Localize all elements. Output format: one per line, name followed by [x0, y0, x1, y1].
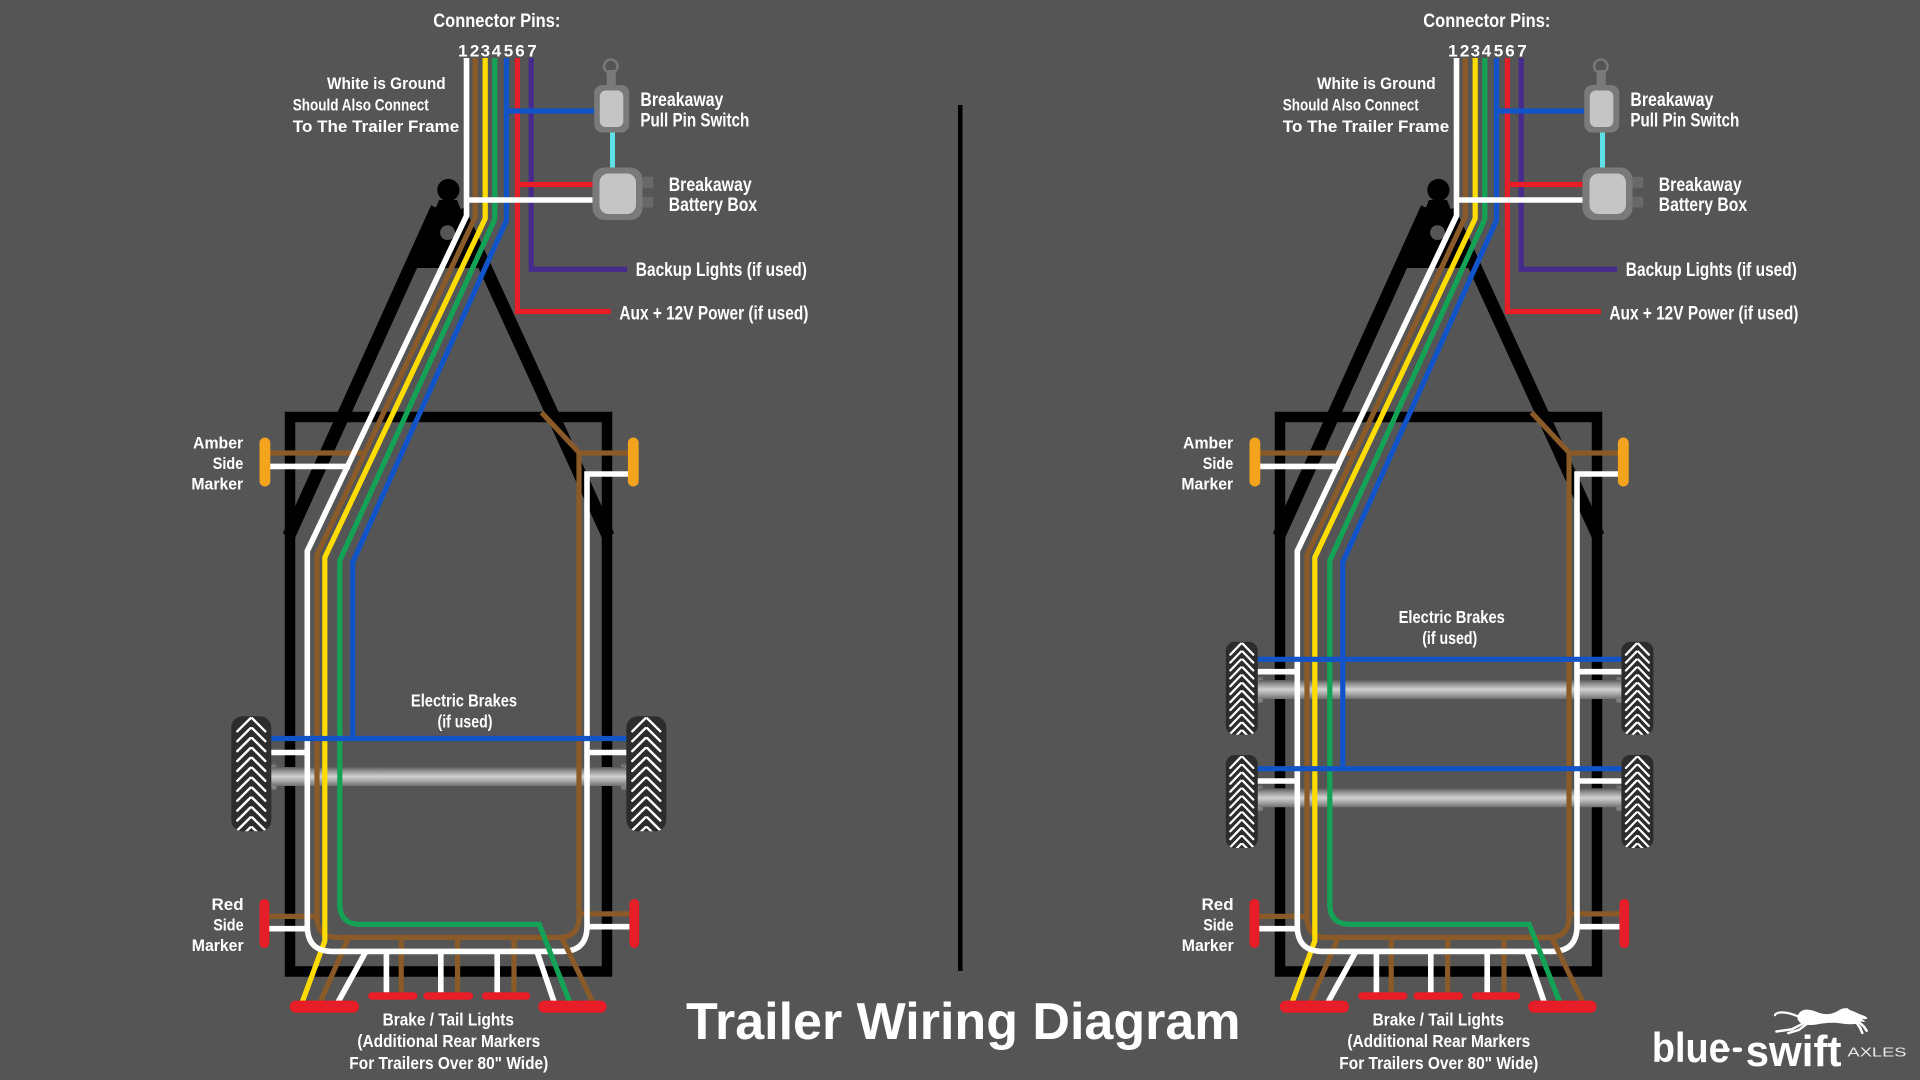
svg-text:Red: Red	[1201, 895, 1233, 914]
svg-text:Backup Lights (if used): Backup Lights (if used)	[1626, 259, 1797, 281]
svg-text:White is Ground: White is Ground	[1317, 74, 1436, 93]
svg-text:Connector Pins:: Connector Pins:	[1423, 10, 1550, 32]
svg-text:Marker: Marker	[192, 936, 244, 955]
svg-text:blue: blue	[1652, 1024, 1730, 1071]
svg-text:4: 4	[492, 41, 502, 60]
svg-text:Marker: Marker	[1181, 475, 1233, 494]
svg-text:Battery Box: Battery Box	[1659, 194, 1748, 216]
svg-text:Pull Pin Switch: Pull Pin Switch	[1630, 110, 1739, 132]
svg-text:Battery Box: Battery Box	[669, 194, 758, 216]
svg-text:7: 7	[1517, 41, 1526, 60]
svg-text:Marker: Marker	[1182, 936, 1234, 955]
svg-text:(if used): (if used)	[438, 712, 493, 732]
svg-text:Side: Side	[213, 916, 243, 935]
svg-text:2: 2	[470, 41, 479, 60]
svg-text:3: 3	[481, 41, 490, 60]
svg-text:Side: Side	[1203, 916, 1233, 935]
svg-text:Should Also Connect: Should Also Connect	[1283, 95, 1419, 114]
svg-text:(Additional Rear Markers: (Additional Rear Markers	[1347, 1031, 1530, 1051]
svg-text:6: 6	[515, 41, 524, 60]
svg-text:7: 7	[527, 41, 536, 60]
svg-text:5: 5	[1494, 41, 1503, 60]
svg-text:Electric Brakes: Electric Brakes	[411, 690, 517, 710]
svg-text:Aux + 12V Power (if used): Aux + 12V Power (if used)	[619, 303, 808, 325]
svg-text:Breakaway: Breakaway	[640, 89, 723, 111]
svg-text:(Additional Rear Markers: (Additional Rear Markers	[357, 1031, 540, 1051]
svg-text:Red: Red	[211, 895, 243, 914]
svg-text:Trailer Wiring Diagram: Trailer Wiring Diagram	[686, 993, 1241, 1051]
svg-text:Pull Pin Switch: Pull Pin Switch	[640, 110, 749, 132]
svg-text:Should Also Connect: Should Also Connect	[293, 95, 429, 114]
svg-text:White is Ground: White is Ground	[327, 74, 446, 93]
svg-text:Side: Side	[213, 454, 243, 473]
svg-text:Aux + 12V Power (if used): Aux + 12V Power (if used)	[1609, 303, 1798, 325]
svg-text:(if used): (if used)	[1422, 628, 1477, 648]
svg-text:To The Trailer Frame: To The Trailer Frame	[293, 117, 459, 136]
svg-text:Marker: Marker	[191, 475, 243, 494]
svg-text:4: 4	[1482, 41, 1492, 60]
svg-text:1: 1	[1448, 41, 1457, 60]
svg-text:AXLES: AXLES	[1848, 1044, 1907, 1059]
svg-text:5: 5	[504, 41, 513, 60]
svg-text:swift: swift	[1746, 1027, 1842, 1076]
svg-text:Brake / Tail Lights: Brake / Tail Lights	[1373, 1010, 1505, 1030]
svg-text:To The Trailer Frame: To The Trailer Frame	[1283, 117, 1449, 136]
svg-text:Electric Brakes: Electric Brakes	[1399, 607, 1505, 627]
svg-text:Breakaway: Breakaway	[1630, 89, 1713, 111]
svg-text:Backup Lights (if used): Backup Lights (if used)	[636, 259, 807, 281]
svg-text:Brake / Tail Lights: Brake / Tail Lights	[383, 1010, 515, 1030]
svg-text:For Trailers Over 80" Wide): For Trailers Over 80" Wide)	[349, 1053, 548, 1073]
svg-text:Amber: Amber	[1183, 434, 1234, 453]
svg-text:Connector Pins:: Connector Pins:	[433, 10, 560, 32]
svg-text:1: 1	[458, 41, 467, 60]
svg-text:6: 6	[1505, 41, 1514, 60]
svg-text:Amber: Amber	[193, 434, 244, 453]
svg-text:Side: Side	[1203, 454, 1233, 473]
svg-text:Breakaway: Breakaway	[1659, 174, 1742, 196]
svg-text:For Trailers Over 80" Wide): For Trailers Over 80" Wide)	[1339, 1053, 1538, 1073]
svg-text:3: 3	[1471, 41, 1480, 60]
svg-text:2: 2	[1460, 41, 1469, 60]
svg-text:Breakaway: Breakaway	[669, 174, 752, 196]
